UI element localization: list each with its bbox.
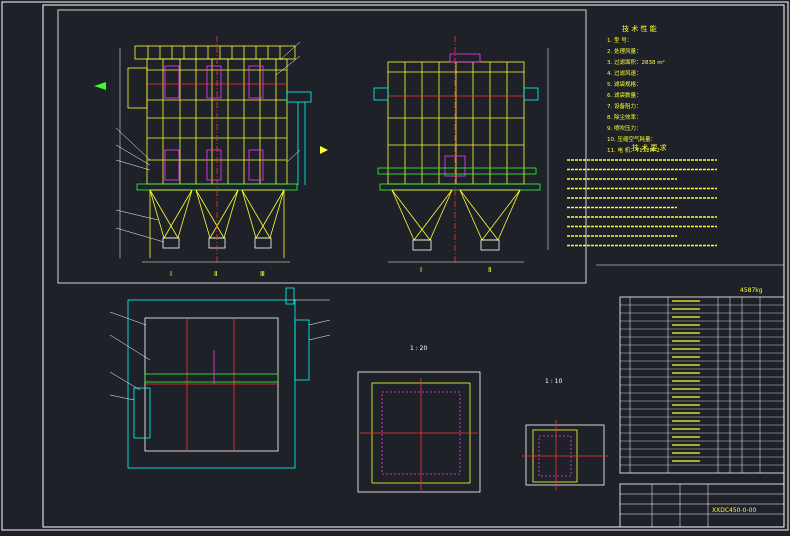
front-elevation-view xyxy=(115,36,312,263)
plan-ladder-left xyxy=(133,387,151,439)
tech-param-10: 10. 压缩空气耗量： xyxy=(607,135,656,143)
detail-a-outer xyxy=(357,371,481,493)
detail-a-scale: 1 : 20 xyxy=(410,345,427,352)
side-view-markers: Ⅰ Ⅱ xyxy=(420,266,491,274)
title-block-frame xyxy=(619,483,785,528)
side-platform-right xyxy=(523,87,539,101)
side-valve-2 xyxy=(480,239,500,251)
section-mark-3: Ⅲ xyxy=(260,270,265,278)
inlet-arrow xyxy=(94,82,106,90)
front-leader-lines xyxy=(115,41,301,243)
tech-param-5: 5. 滤袋规格： xyxy=(607,80,642,88)
tech-param-3: 3. 过滤面积：2838 m² xyxy=(607,58,665,66)
tech-param-9: 9. 喷吹压力： xyxy=(607,124,642,132)
section-mark-1: Ⅰ xyxy=(170,270,172,278)
side-valve-1 xyxy=(412,239,432,251)
side-walkway-upper xyxy=(377,167,537,175)
discharge-valve-3 xyxy=(254,237,272,249)
tech-param-4: 4. 过滤风速： xyxy=(607,69,642,77)
tech-param-7: 7. 设备阻力： xyxy=(607,102,642,110)
inner-border xyxy=(42,4,785,528)
right-platform xyxy=(286,91,312,103)
roof-box xyxy=(134,45,296,60)
hopper-bracing xyxy=(149,189,285,239)
detail-b-scale: 1 : 10 xyxy=(545,378,562,385)
parts-table: 4587kg xyxy=(619,287,785,474)
parts-table-columns xyxy=(629,297,761,473)
side-hopper-1 xyxy=(391,189,453,241)
hopper-3 xyxy=(241,189,285,239)
upper-door-2 xyxy=(206,65,222,99)
lower-door-2 xyxy=(206,149,222,181)
side-hopper-bracing xyxy=(391,189,521,241)
side-section-mark-2: Ⅱ xyxy=(488,266,491,274)
side-rows xyxy=(388,71,524,146)
side-elevation-view xyxy=(373,36,549,263)
discharge-valve-1 xyxy=(162,237,180,249)
plan-outer-frame xyxy=(127,299,296,469)
lower-door-3 xyxy=(248,149,264,181)
plan-leader-lines xyxy=(109,299,331,401)
lower-door-1 xyxy=(164,149,180,181)
front-view-markers: Ⅰ Ⅱ Ⅲ xyxy=(94,82,328,278)
plan-blowpipe-row xyxy=(144,373,279,383)
roof-posts xyxy=(147,46,281,59)
tech-requirements-block: 技 术 要 求 xyxy=(567,143,717,247)
side-columns xyxy=(404,62,508,184)
plan-ladder-top xyxy=(285,287,295,305)
title-block: XXDC450-0-00 xyxy=(619,483,785,528)
side-walkway-lower xyxy=(379,183,541,191)
front-views-frame xyxy=(57,9,587,284)
plan-ladder-right xyxy=(294,319,310,381)
plan-inner-frame xyxy=(144,317,279,452)
parts-table-rows xyxy=(620,300,784,466)
side-outlet-box xyxy=(449,53,481,63)
tech-requirements-title: 技 术 要 求 xyxy=(632,143,667,152)
upper-door-1 xyxy=(164,65,180,99)
tech-param-2: 2. 处理风量： xyxy=(607,47,642,55)
inlet-duct xyxy=(127,67,148,109)
upper-door-3 xyxy=(248,65,264,99)
plan-view xyxy=(127,287,310,469)
tech-params-block: 技 术 性 能 1. 型 号： 2. 处理风量： 3. 过滤面积：2838 m²… xyxy=(607,24,665,154)
detail-b-outer xyxy=(525,424,605,486)
drawing-number: XXDC450-0-00 xyxy=(712,507,756,514)
detail-view-a xyxy=(357,371,481,493)
side-section-mark-1: Ⅰ xyxy=(420,266,422,274)
tech-param-8: 8. 除尘效率： xyxy=(607,113,642,121)
tech-param-6: 6. 滤袋数量： xyxy=(607,91,642,99)
housing-columns xyxy=(162,59,277,184)
detail-view-b xyxy=(522,420,608,490)
tech-requirement-lines xyxy=(567,159,717,247)
parts-table-caption-right: 4587kg xyxy=(740,287,763,294)
tech-param-1: 1. 型 号： xyxy=(607,36,632,44)
side-hopper-2 xyxy=(459,189,521,241)
outlet-arrow xyxy=(320,146,328,154)
side-platform-left xyxy=(373,87,389,101)
section-mark-2: Ⅱ xyxy=(214,270,217,278)
tech-params-title: 技 术 性 能 xyxy=(622,24,657,33)
tech-param-11: 11. 电 机：Y132M-2 xyxy=(607,146,660,154)
hopper-1 xyxy=(149,189,193,239)
